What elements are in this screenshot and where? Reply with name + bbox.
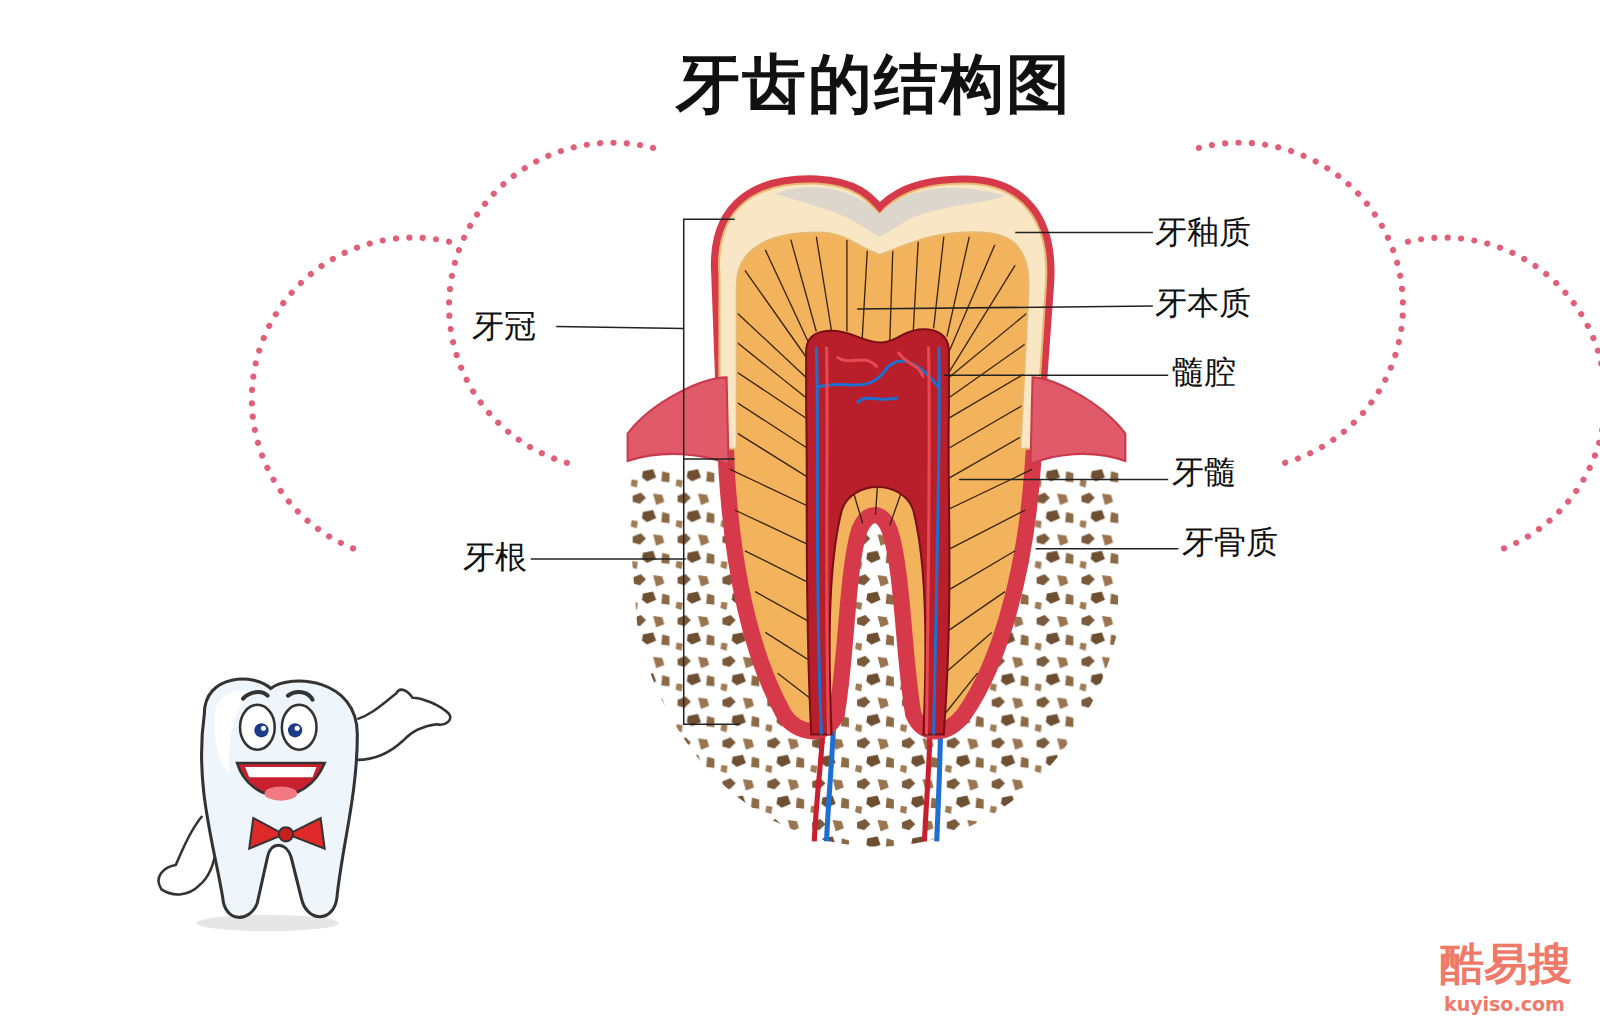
part-label: 牙骨质 <box>1182 521 1278 565</box>
part-label: 牙髓 <box>1172 451 1236 495</box>
watermark: kuyiso.com <box>1444 993 1565 1015</box>
part-label: 牙釉质 <box>1155 211 1251 255</box>
part-label: 髓腔 <box>1172 351 1236 395</box>
leader-lines <box>531 219 1179 724</box>
part-label: 牙冠 <box>472 305 536 349</box>
enamel-cap <box>776 187 1005 236</box>
part-label: 牙本质 <box>1155 282 1251 326</box>
part-label: 牙根 <box>463 536 527 580</box>
gums <box>628 377 1126 464</box>
pulp-vessels <box>816 347 939 735</box>
cartoon-tooth <box>159 679 451 931</box>
pulp <box>806 329 949 734</box>
watermark: 酷易搜 <box>1440 935 1572 994</box>
diagram-title: 牙齿的结构图 <box>676 41 1072 128</box>
tooth <box>719 183 1046 734</box>
